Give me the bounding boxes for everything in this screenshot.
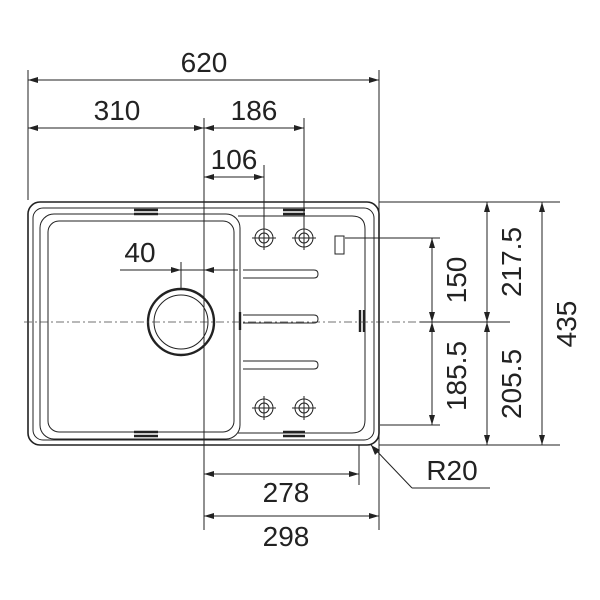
- radius-callout: R20: [370, 444, 490, 489]
- label-217-5: 217.5: [496, 227, 527, 297]
- label-106: 106: [211, 144, 258, 175]
- label-310: 310: [94, 95, 141, 126]
- extension-lines: [27, 70, 560, 530]
- dim-106: 106: [204, 144, 264, 180]
- label-185-5: 185.5: [441, 341, 472, 411]
- dim-217-5: 217.5: [484, 202, 527, 322]
- tap-hole-icon-top-right: [292, 226, 316, 250]
- tap-hole-icon-bottom-right: [292, 396, 316, 420]
- dim-150: 150: [429, 238, 472, 322]
- dim-186: 186: [204, 95, 304, 131]
- tap-hole-icon-top-left: [252, 226, 276, 250]
- dim-205-5: 205.5: [484, 322, 527, 445]
- label-205-5: 205.5: [496, 349, 527, 419]
- tap-hole-icon-bottom-left: [252, 396, 276, 420]
- label-620: 620: [181, 47, 228, 78]
- center-lines: [24, 118, 420, 530]
- dim-435: 435: [539, 202, 582, 445]
- dim-185-5: 185.5: [429, 322, 472, 425]
- label-r20: R20: [426, 455, 477, 486]
- drainer-ribs: [243, 269, 319, 370]
- label-40: 40: [124, 237, 155, 268]
- label-278: 278: [263, 477, 310, 508]
- label-150: 150: [441, 257, 472, 304]
- mounting-clips: [134, 208, 366, 438]
- dim-620: 620: [28, 47, 379, 83]
- dim-310: 310: [28, 95, 204, 131]
- dim-40: 40: [120, 237, 238, 290]
- drainer-outline: [238, 215, 366, 434]
- dim-278: 278: [204, 471, 359, 508]
- label-186: 186: [231, 95, 278, 126]
- label-435: 435: [551, 301, 582, 348]
- overflow-slot: [334, 235, 345, 255]
- label-298: 298: [263, 521, 310, 552]
- dim-298: 298: [204, 513, 379, 552]
